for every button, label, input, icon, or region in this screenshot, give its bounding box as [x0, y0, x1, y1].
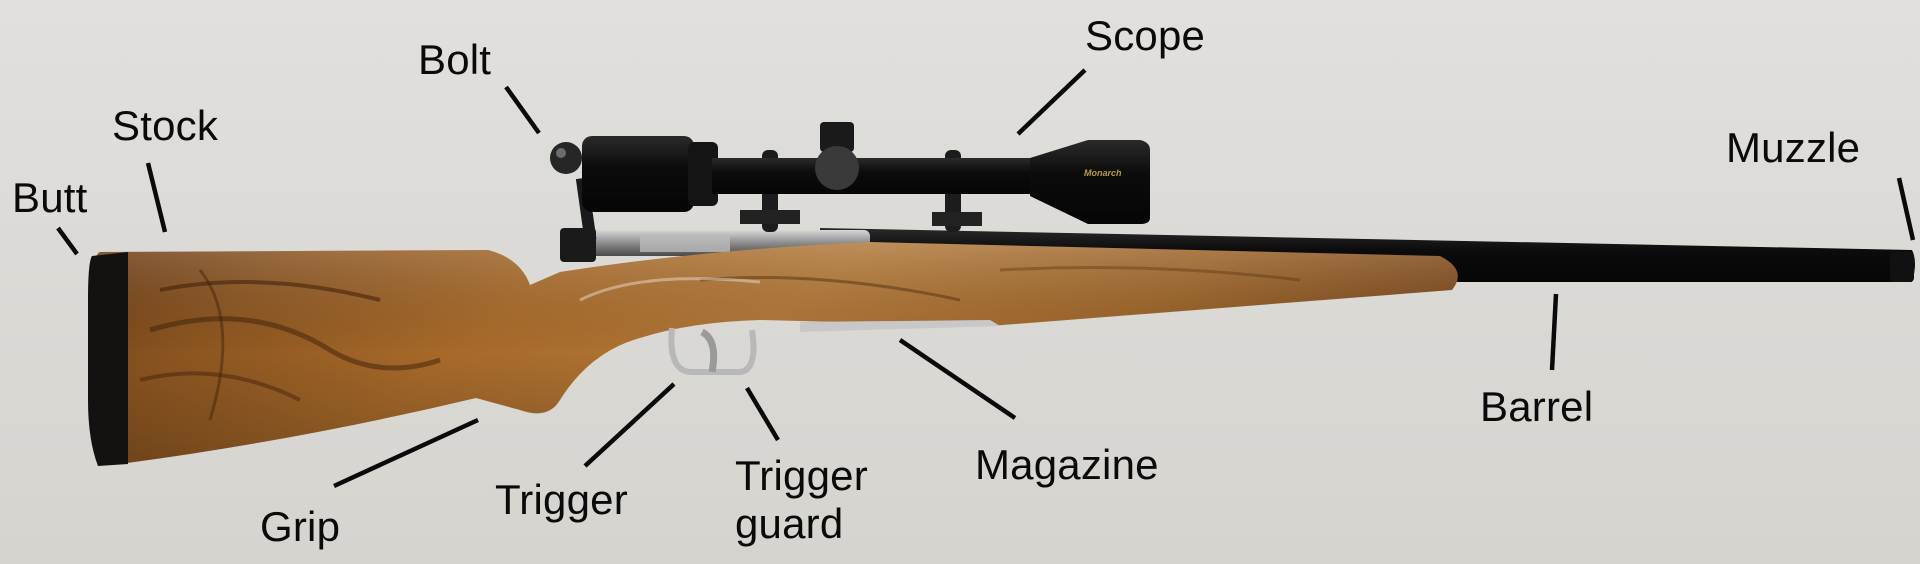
label-magazine: Magazine [975, 441, 1159, 488]
label-trigger-guard-line1: Trigger [735, 452, 868, 499]
leader-line-bolt [504, 85, 541, 135]
leader-line-stock [145, 162, 168, 233]
label-scope: Scope [1085, 12, 1206, 59]
label-muzzle: Muzzle [1726, 124, 1861, 171]
scope-shape: Monarch [582, 122, 1150, 224]
label-grip: Grip [260, 503, 341, 550]
leader-line-butt [56, 226, 79, 256]
leader-lines [56, 68, 1916, 489]
label-trigger: Trigger [495, 476, 628, 523]
stock-shape [88, 242, 1458, 466]
label-butt: Butt [12, 174, 88, 221]
leader-line-scope [1016, 68, 1087, 136]
leader-line-magazine [898, 338, 1017, 420]
leader-line-barrel [1549, 293, 1559, 371]
label-barrel: Barrel [1480, 383, 1594, 430]
leader-line-trigger-guard [745, 386, 780, 442]
leader-line-muzzle [1896, 177, 1916, 241]
magazine-shape [800, 320, 1000, 332]
leader-line-grip [333, 417, 479, 489]
label-bolt: Bolt [418, 36, 492, 83]
label-trigger-guard: Trigger guard [735, 452, 868, 548]
scope-brand-text: Monarch [1084, 168, 1122, 178]
label-trigger-guard-line2: guard [735, 500, 844, 547]
label-stock: Stock [112, 102, 219, 149]
trigger-assembly [668, 327, 757, 375]
leader-line-trigger [583, 382, 676, 468]
